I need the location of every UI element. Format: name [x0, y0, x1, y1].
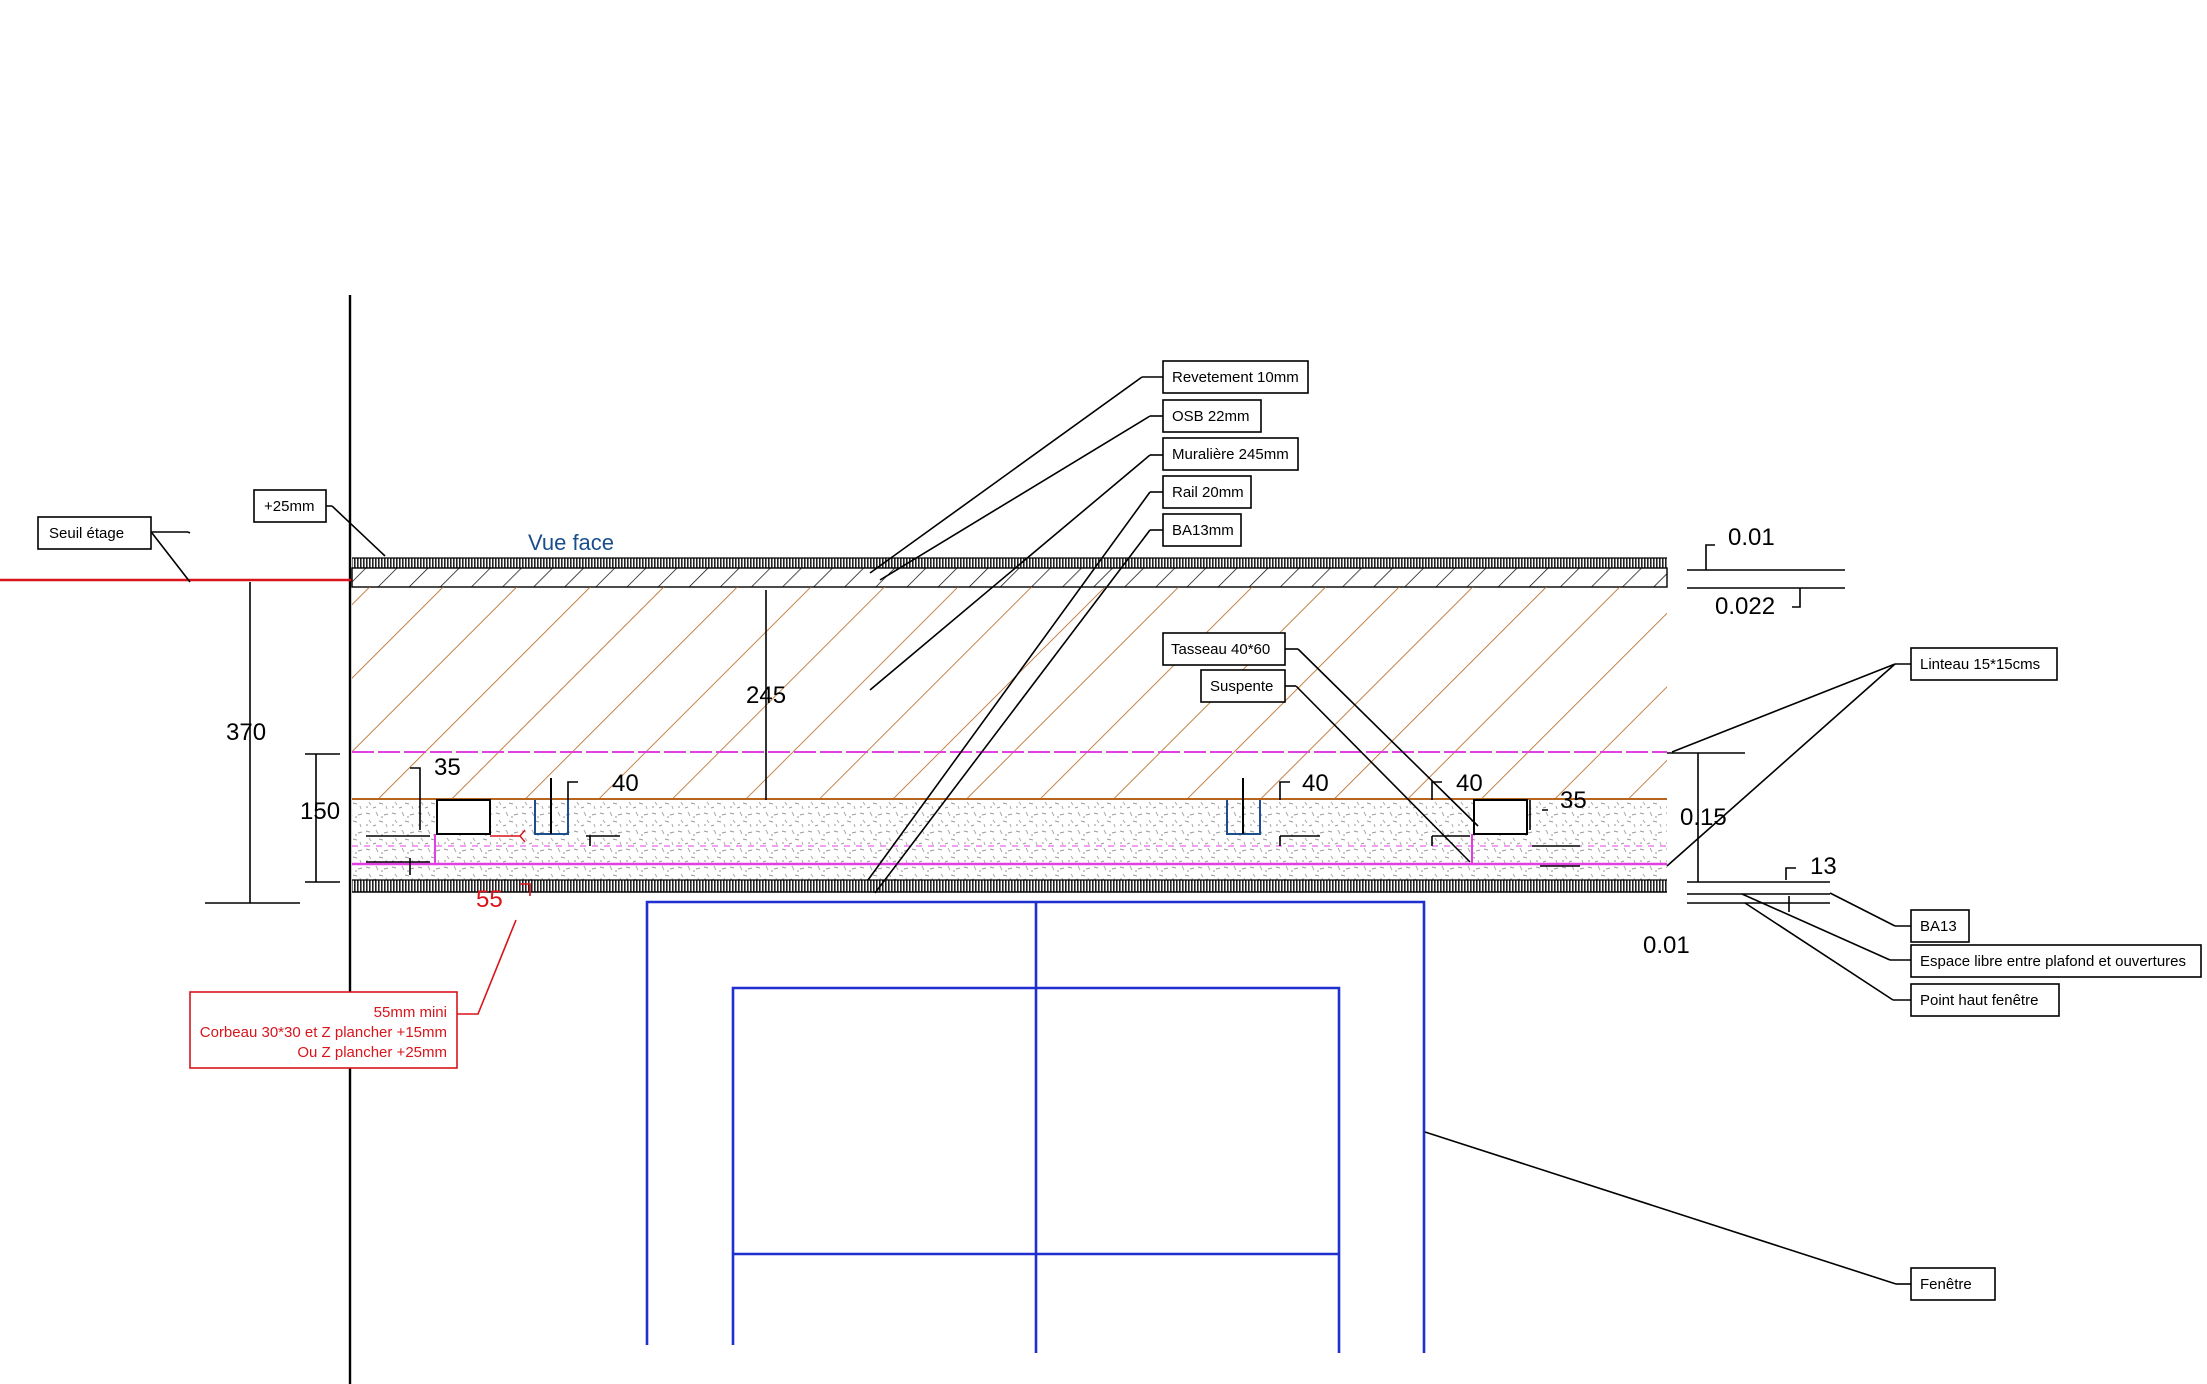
label-fenetre: Fenêtre [1910, 1267, 1996, 1301]
label-revetement: Revetement 10mm [1162, 360, 1309, 394]
label-osb: OSB 22mm [1162, 399, 1262, 433]
svg-text:Corbeau 30*30 et Z plancher +1: Corbeau 30*30 et Z plancher +15mm [200, 1024, 447, 1041]
svg-text:BA13mm: BA13mm [1172, 522, 1234, 539]
svg-text:Ou Z plancher +25mm: Ou Z plancher +25mm [297, 1044, 447, 1061]
svg-text:BA13: BA13 [1920, 918, 1957, 935]
dim-40-c: 40 [1456, 770, 1483, 797]
svg-text:55mm mini: 55mm mini [374, 1004, 447, 1021]
svg-text:Revetement 10mm: Revetement 10mm [1172, 369, 1299, 386]
svg-text:Linteau 15*15cms: Linteau 15*15cms [1920, 656, 2040, 673]
ba13-layer [352, 880, 1667, 892]
svg-text:OSB 22mm: OSB 22mm [1172, 408, 1250, 425]
dim-40-b: 40 [1302, 770, 1329, 797]
dim-13: 13 [1810, 853, 1837, 880]
dim-0022: 0.022 [1715, 593, 1775, 620]
dim-55: 55 [476, 886, 503, 913]
dim-245: 245 [746, 682, 786, 709]
dim-35-right: 35 [1560, 787, 1587, 814]
muraliere-layer [352, 587, 1667, 799]
right-dimension-lines [1667, 544, 1845, 912]
svg-text:Point haut fenêtre: Point haut fenêtre [1920, 992, 2038, 1009]
label-tasseau: Tasseau 40*60 [1162, 632, 1286, 666]
revetement-layer [352, 558, 1667, 568]
label-ba13mm: BA13mm [1162, 513, 1242, 547]
dim-35-left: 35 [434, 754, 461, 781]
dim-001-top: 0.01 [1728, 524, 1775, 551]
label-point-haut: Point haut fenêtre [1910, 983, 2060, 1017]
small-dim-ticks [366, 767, 1580, 875]
dim-150: 150 [300, 798, 340, 825]
insulation-zone [352, 800, 1667, 880]
svg-text:Tasseau 40*60: Tasseau 40*60 [1171, 641, 1270, 658]
note-box: 55mm mini Corbeau 30*30 et Z plancher +1… [189, 991, 458, 1069]
label-ba13: BA13 [1910, 909, 1970, 943]
tasseau-left [436, 799, 491, 835]
dim-40-a: 40 [612, 770, 639, 797]
label-suspente: Suspente [1200, 669, 1286, 703]
svg-text:Seuil étage: Seuil étage [49, 525, 124, 542]
svg-text:Suspente: Suspente [1210, 678, 1273, 695]
label-espace-libre: Espace libre entre plafond et ouvertures [1910, 944, 2202, 978]
svg-text:+25mm: +25mm [264, 498, 314, 515]
label-rail: Rail 20mm [1162, 475, 1252, 509]
label-plus25: +25mm [253, 489, 327, 523]
window-frame [645, 900, 1426, 1353]
svg-text:Espace libre entre plafond et: Espace libre entre plafond et ouvertures [1920, 953, 2186, 970]
svg-text:Fenêtre: Fenêtre [1920, 1276, 1972, 1293]
note-leader [457, 919, 517, 1015]
dim-001-bottom: 0.01 [1643, 932, 1690, 959]
osb-layer [351, 567, 1668, 588]
label-linteau: Linteau 15*15cms [1910, 647, 2058, 681]
view-title: Vue face [528, 530, 614, 555]
label-seuil: Seuil étage [37, 516, 152, 550]
label-muraliere: Muralière 245mm [1162, 437, 1299, 471]
left-dimension-lines [205, 582, 767, 904]
dim-370: 370 [226, 719, 266, 746]
tasseau-right [1473, 799, 1528, 835]
dim-015: 0.15 [1680, 804, 1727, 831]
leader-lines [151, 376, 1912, 1285]
svg-text:Rail 20mm: Rail 20mm [1172, 484, 1244, 501]
svg-text:Muralière 245mm: Muralière 245mm [1172, 446, 1289, 463]
